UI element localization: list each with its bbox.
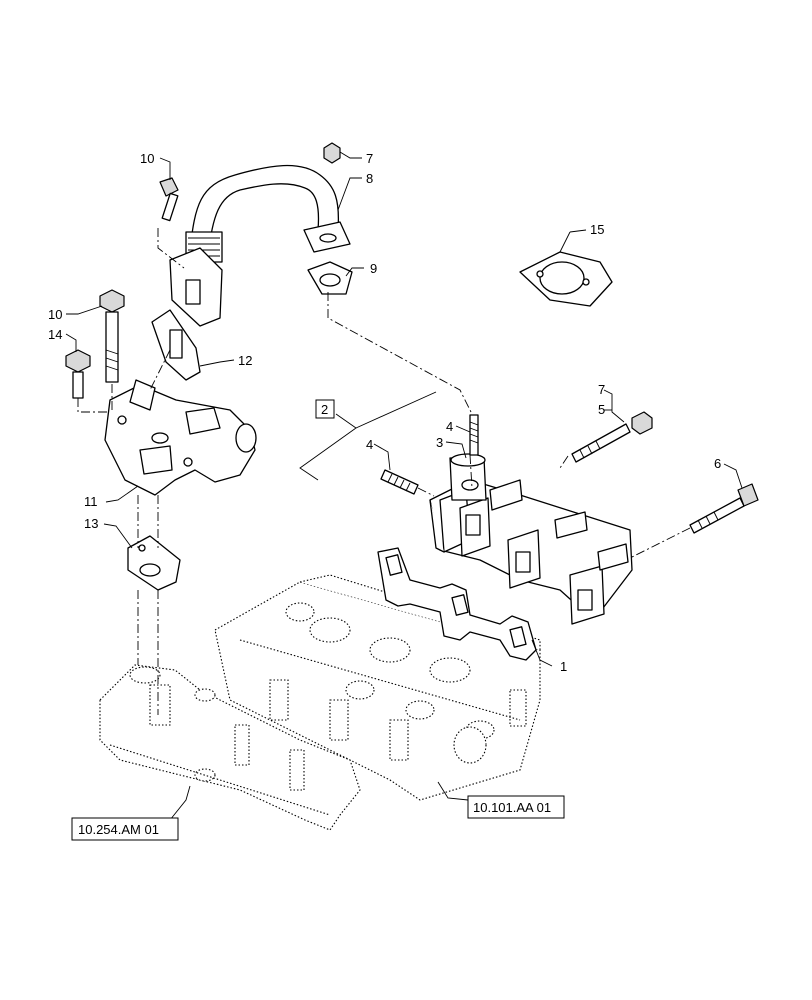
bolt-long — [99, 289, 125, 383]
callout-4-upper: 4 — [446, 419, 453, 434]
gasket-9 — [307, 261, 353, 295]
callout-2: 2 — [321, 402, 328, 417]
long-stud — [571, 423, 631, 463]
egr-tube — [169, 164, 351, 327]
callout-10-long: 10 — [48, 307, 62, 322]
callout-14: 14 — [48, 327, 62, 342]
callout-12: 12 — [238, 353, 252, 368]
reference-box-right: 10.101.AA 01 — [467, 795, 565, 819]
callout-7-right: 7 — [598, 382, 605, 397]
callout-9: 9 — [370, 261, 377, 276]
callout-10-top: 10 — [140, 151, 154, 166]
callout-13: 13 — [84, 516, 98, 531]
nut-top — [323, 142, 341, 164]
callout-15: 15 — [590, 222, 604, 237]
reference-left: 10.254.AM 01 — [78, 822, 159, 837]
callout-8: 8 — [366, 171, 373, 186]
gasket-12 — [151, 309, 201, 381]
gasket-13 — [127, 535, 181, 591]
intake-manifold-dotted — [99, 664, 361, 831]
exhaust-manifold-gasket — [377, 547, 537, 661]
reference-box-left: 10.254.AM 01 — [71, 817, 179, 841]
bolt-top-left — [159, 177, 179, 222]
egr-valve — [104, 379, 257, 496]
callout-6: 6 — [714, 456, 721, 471]
stud-upper — [469, 414, 479, 456]
nut-right — [631, 411, 653, 435]
callout-1: 1 — [560, 659, 567, 674]
bolt-right — [689, 483, 759, 534]
callout-labels: 10 7 8 15 9 10 14 12 7 5 4 3 4 6 11 13 1 — [48, 151, 721, 674]
bolt-14 — [65, 349, 91, 399]
stud-left — [380, 469, 419, 495]
gasket-15 — [519, 251, 613, 307]
callout-4-left: 4 — [366, 437, 373, 452]
assembly-centerlines — [77, 228, 691, 715]
callout-2-box: 2 — [315, 399, 335, 419]
callout-5: 5 — [598, 402, 605, 417]
callout-3: 3 — [436, 435, 443, 450]
callout-7-top: 7 — [366, 151, 373, 166]
callout-11: 11 — [84, 494, 98, 509]
exhaust-manifold — [429, 453, 633, 625]
leader-lines — [65, 151, 743, 821]
reference-right: 10.101.AA 01 — [473, 800, 551, 815]
